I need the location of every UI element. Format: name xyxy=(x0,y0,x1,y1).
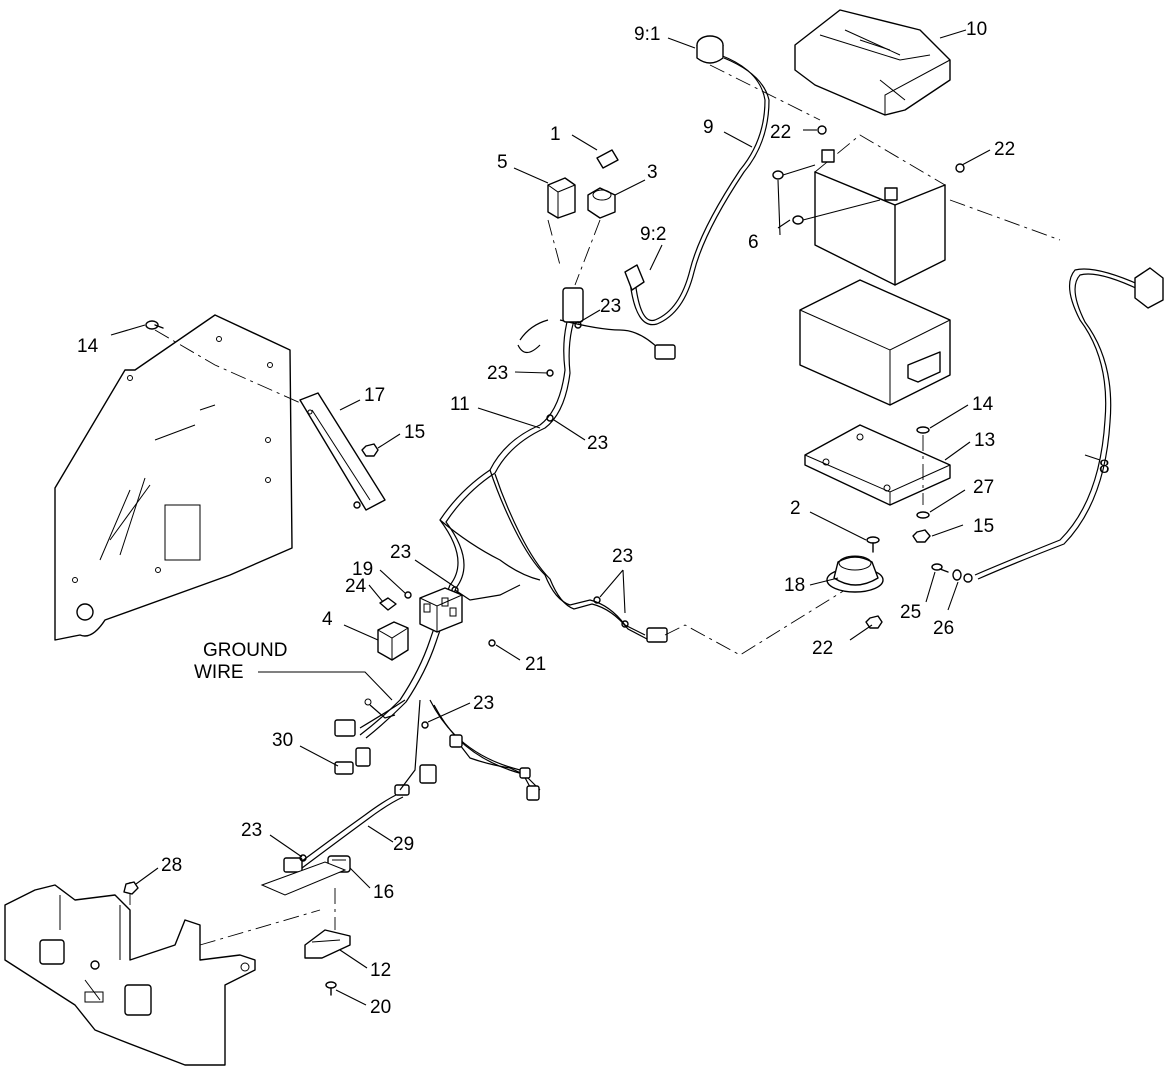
callout-23-b: 23 xyxy=(487,363,508,384)
callout-30: 30 xyxy=(272,730,293,751)
callout-27: 27 xyxy=(973,477,994,498)
callout-18: 18 xyxy=(784,575,805,596)
callout-10: 10 xyxy=(966,19,987,40)
key-1 xyxy=(596,149,619,169)
callout-21: 21 xyxy=(525,654,546,675)
connector-30 xyxy=(334,747,371,775)
callout-2: 2 xyxy=(790,498,801,519)
relay-4 xyxy=(377,621,409,661)
side-panel xyxy=(54,314,306,641)
callout-3: 3 xyxy=(647,162,658,183)
leader-lines xyxy=(110,29,1101,1006)
horn-18 xyxy=(826,555,884,593)
callout-14-right: 14 xyxy=(972,394,994,415)
callout-1: 1 xyxy=(550,124,561,145)
callout-23-c: 23 xyxy=(587,433,608,454)
harness-29 xyxy=(260,784,410,896)
fuse-24 xyxy=(379,597,397,611)
nut-22-a xyxy=(817,125,827,135)
callout-8: 8 xyxy=(1099,457,1110,478)
callout-22-top: 22 xyxy=(770,122,791,143)
ignition-switch-3 xyxy=(587,187,616,219)
callout-9-2: 9:2 xyxy=(640,224,666,245)
bolt-14 xyxy=(145,320,164,330)
bracket-17 xyxy=(299,392,386,511)
callout-22-bottom: 22 xyxy=(812,638,833,659)
washer-27 xyxy=(916,511,930,519)
ground-wire-label-line2: WIRE xyxy=(194,662,244,683)
callout-4: 4 xyxy=(322,609,333,630)
battery-cable-9 xyxy=(624,35,770,326)
ground-wire-label-line1: GROUND xyxy=(203,640,287,661)
callout-9: 9 xyxy=(703,117,714,138)
callout-23-d: 23 xyxy=(390,542,411,563)
bolt-28 xyxy=(123,881,139,895)
fuse-block xyxy=(419,587,463,633)
callout-16: 16 xyxy=(373,882,394,903)
bolts-6 xyxy=(772,164,881,225)
callout-23-f: 23 xyxy=(473,693,494,714)
callout-5: 5 xyxy=(497,152,508,173)
callout-12: 12 xyxy=(370,960,391,981)
fuse-19 xyxy=(404,591,412,599)
callout-29: 29 xyxy=(393,834,414,855)
nut-15-right xyxy=(912,529,931,543)
callout-15-right: 15 xyxy=(973,516,994,537)
bolt-25 xyxy=(931,563,949,573)
nut-22-b xyxy=(955,163,965,173)
callout-11: 11 xyxy=(450,394,470,415)
battery-tray-13 xyxy=(804,424,951,506)
battery-cable-8 xyxy=(963,267,1164,583)
battery-cover-10 xyxy=(794,9,951,116)
callout-17: 17 xyxy=(364,385,385,406)
callout-23-e: 23 xyxy=(612,546,633,567)
callout-28: 28 xyxy=(161,855,182,876)
callout-23-a: 23 xyxy=(600,296,621,317)
callout-9-1: 9:1 xyxy=(634,24,660,45)
battery-box xyxy=(799,279,951,406)
callout-25: 25 xyxy=(900,602,921,623)
screw-2 xyxy=(866,536,880,553)
nut-15 xyxy=(361,443,379,457)
lower-frame xyxy=(4,882,321,1066)
callout-13: 13 xyxy=(974,430,995,451)
washer-26 xyxy=(952,569,962,581)
fastener-21 xyxy=(488,639,496,647)
callout-19: 19 xyxy=(352,559,373,580)
callout-labels: 9:1 10 9 1 22 22 5 3 6 9:2 23 14 23 17 1… xyxy=(77,19,1110,1018)
main-harness-11 xyxy=(334,219,846,801)
callout-6: 6 xyxy=(748,232,759,253)
callout-15-left: 15 xyxy=(404,422,425,443)
bracket-12 xyxy=(304,888,351,959)
bolt-14-right xyxy=(916,426,930,505)
callout-23-g: 23 xyxy=(241,820,262,841)
callout-26: 26 xyxy=(933,618,954,639)
nut-22-c xyxy=(865,615,883,629)
callout-14-left: 14 xyxy=(77,336,99,357)
callout-20: 20 xyxy=(370,997,391,1018)
callout-22-right: 22 xyxy=(994,139,1015,160)
hour-meter-5 xyxy=(547,177,576,219)
callout-24: 24 xyxy=(345,576,367,597)
battery xyxy=(709,64,1061,286)
screw-20 xyxy=(325,981,337,996)
